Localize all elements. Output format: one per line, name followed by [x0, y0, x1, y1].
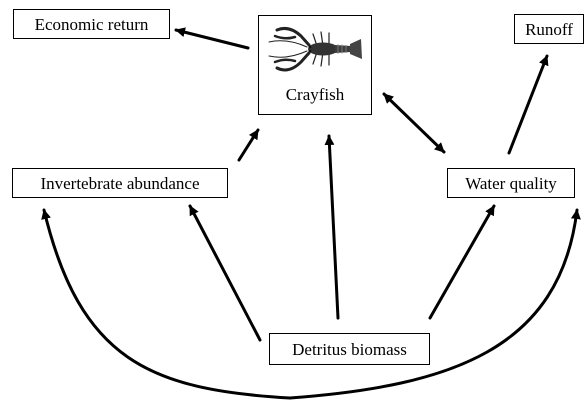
- node-runoff-label: Runoff: [525, 21, 573, 38]
- node-water-quality-label: Water quality: [465, 175, 557, 192]
- node-invertebrate-abundance: Invertebrate abundance: [12, 168, 228, 198]
- node-invertebrate-abundance-label: Invertebrate abundance: [40, 175, 199, 192]
- arrow-curve-to-invertebrate: [44, 210, 290, 398]
- arrow-crayfish-to-economic-return: [176, 30, 248, 48]
- node-runoff: Runoff: [514, 14, 584, 44]
- arrow-invertebrate-to-crayfish: [239, 130, 258, 160]
- node-crayfish: Crayfish: [258, 15, 372, 115]
- arrow-detritus-to-crayfish: [329, 136, 338, 318]
- node-detritus-biomass: Detritus biomass: [269, 333, 430, 365]
- arrow-detritus-to-invertebrate: [190, 206, 260, 340]
- arrow-detritus-to-water-quality: [430, 206, 494, 318]
- node-water-quality: Water quality: [447, 168, 575, 198]
- node-economic-return: Economic return: [13, 9, 170, 39]
- node-detritus-biomass-label: Detritus biomass: [292, 341, 407, 358]
- node-crayfish-label: Crayfish: [286, 86, 345, 103]
- arrow-crayfish-water-quality-bidirectional: [384, 94, 444, 152]
- crayfish-illustration: [265, 20, 365, 78]
- node-economic-return-label: Economic return: [35, 16, 149, 33]
- arrow-water-quality-to-runoff: [509, 56, 547, 153]
